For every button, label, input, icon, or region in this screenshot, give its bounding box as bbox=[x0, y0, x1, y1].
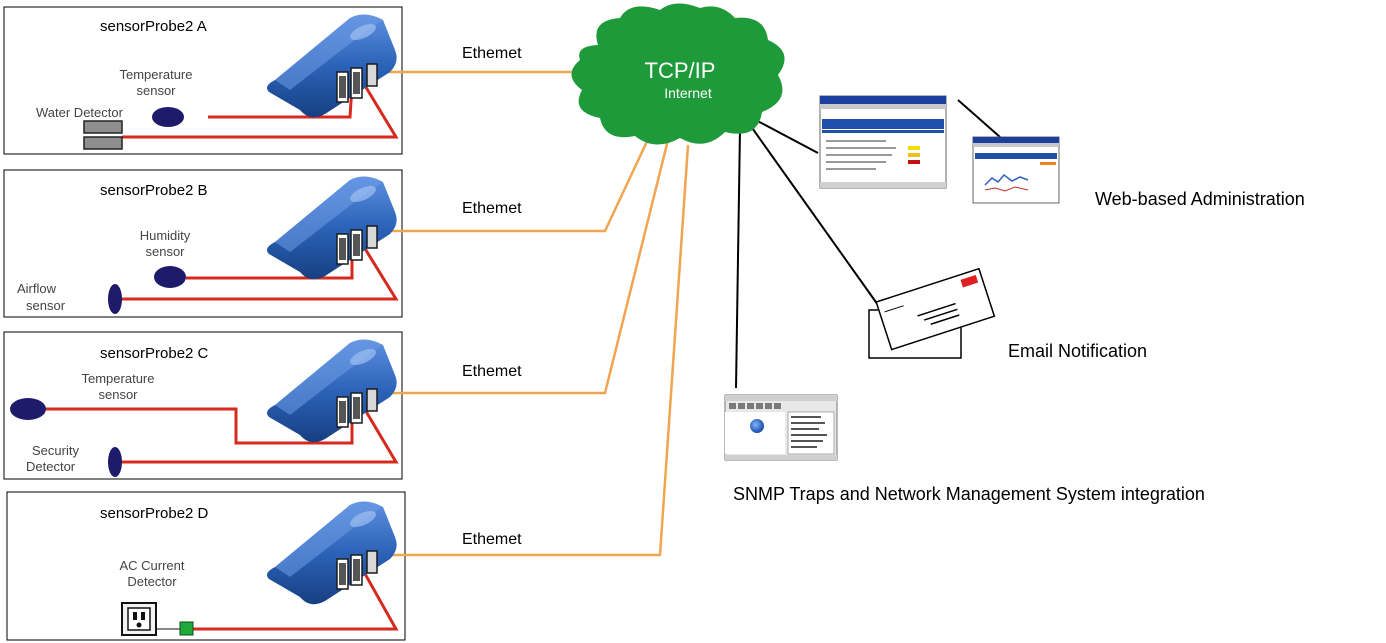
sensor-label-c1-line2: sensor bbox=[98, 387, 138, 402]
sensor-label-b2-line2: sensor bbox=[26, 298, 66, 313]
current-detector-clamp-icon bbox=[179, 621, 194, 636]
snmp-nms-screenshot-icon bbox=[724, 394, 838, 461]
globe-icon bbox=[750, 419, 764, 433]
ethernet-label-d: Ethemet bbox=[462, 531, 522, 548]
ethernet-label-b: Ethemet bbox=[462, 200, 522, 217]
airflow-sensor-icon bbox=[108, 284, 122, 314]
security-detector-icon bbox=[108, 447, 122, 477]
web-admin-screenshot-icon bbox=[819, 95, 947, 189]
sensor-label-b2-line1: Airflow bbox=[17, 281, 57, 296]
ethernet-label-a: Ethemet bbox=[462, 45, 522, 62]
output-links bbox=[735, 99, 1001, 389]
ethernet-label-c: Ethemet bbox=[462, 363, 522, 380]
temperature-sensor-icon bbox=[10, 398, 46, 420]
probe-title-c: sensorProbe2 C bbox=[100, 345, 209, 362]
probe-title-b: sensorProbe2 B bbox=[100, 182, 208, 199]
ac-outlet-icon bbox=[121, 602, 194, 636]
email-notification-label: Email Notification bbox=[1008, 341, 1147, 361]
sensor-label-c1-line1: Temperature bbox=[82, 371, 155, 386]
internet-cloud-icon: TCP/IP Internet bbox=[571, 3, 785, 145]
humidity-sensor-icon bbox=[154, 266, 186, 288]
probe-title-a: sensorProbe2 A bbox=[100, 18, 207, 35]
snmp-label: SNMP Traps and Network Management System… bbox=[733, 484, 1205, 504]
sensor-label-d1-line1: AC Current bbox=[119, 558, 184, 573]
temperature-sensor-icon bbox=[152, 107, 184, 127]
cloud-subtitle: Internet bbox=[664, 85, 712, 101]
sensor-label-a2: Water Detector bbox=[36, 105, 124, 120]
probe-title-d: sensorProbe2 D bbox=[100, 505, 209, 522]
sensor-label-a1-line1: Temperature bbox=[120, 67, 193, 82]
cloud-title: TCP/IP bbox=[645, 58, 716, 83]
sensor-label-a1-line2: sensor bbox=[136, 83, 176, 98]
sensor-label-c2-line2: Detector bbox=[26, 459, 76, 474]
water-detector-icon bbox=[83, 120, 123, 150]
web-graph-screenshot-icon bbox=[972, 136, 1060, 204]
web-admin-label: Web-based Administration bbox=[1095, 189, 1305, 209]
sensor-label-b1-line2: sensor bbox=[145, 244, 185, 259]
sensor-label-d1-line2: Detector bbox=[127, 574, 177, 589]
email-envelope-icon bbox=[868, 267, 996, 359]
sensor-label-b1-line1: Humidity bbox=[140, 228, 191, 243]
sensor-label-c2-line1: Security bbox=[32, 443, 79, 458]
